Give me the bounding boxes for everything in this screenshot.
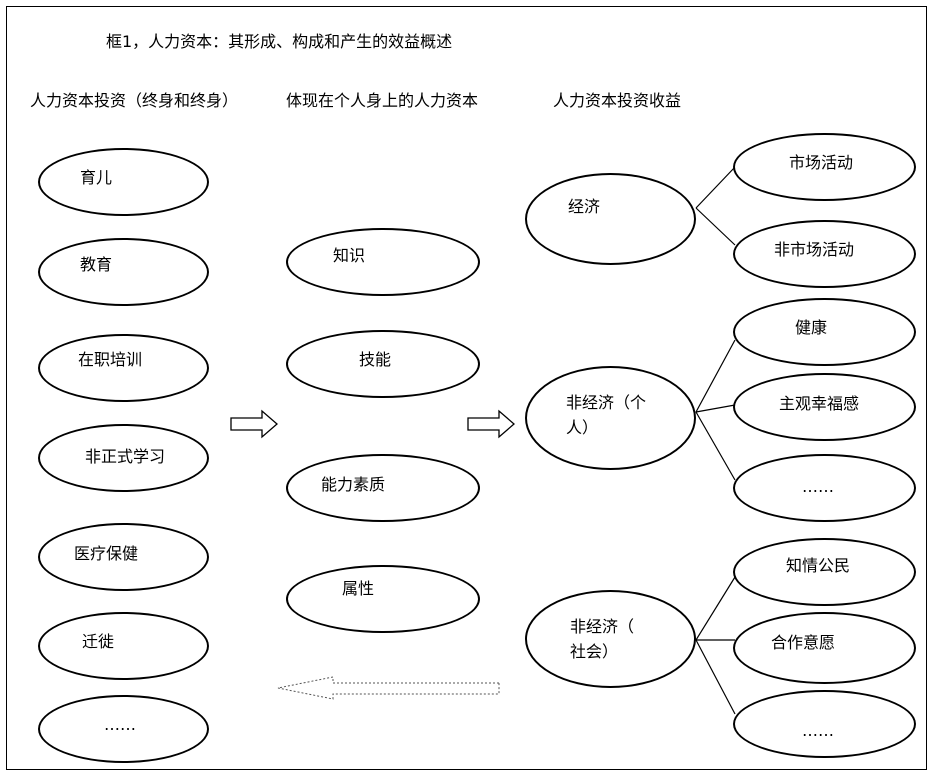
investment-node-childrearing	[38, 148, 209, 216]
returns-node-label-line1: 非经济（	[570, 617, 635, 636]
investment-node-label: 非正式学习	[85, 447, 166, 466]
capital-node-competencies	[286, 454, 480, 522]
returns-subnode-label: 健康	[795, 318, 828, 337]
returns-subnode-more	[733, 454, 916, 522]
returns-subnode-label: 知情公民	[786, 556, 851, 575]
investment-node-on-the-job-training	[38, 334, 209, 402]
connector-line	[695, 639, 736, 715]
connector-line	[695, 339, 736, 413]
investment-node-health-care	[38, 523, 209, 591]
investment-node-label: 育儿	[80, 168, 113, 187]
connector-line	[695, 404, 736, 413]
returns-node-noneconomic-social	[525, 590, 696, 688]
investment-node-label: 在职培训	[78, 350, 143, 369]
feedback-left-arrow-icon	[277, 676, 500, 700]
capital-node-knowledge	[286, 228, 480, 296]
investment-node-more	[38, 695, 209, 763]
returns-node-noneconomic-personal	[525, 366, 696, 470]
column-header-returns: 人力资本投资收益	[553, 91, 682, 110]
capital-node-label: 属性	[342, 579, 375, 598]
investment-node-education	[38, 238, 209, 306]
capital-node-skills	[286, 330, 480, 398]
diagram-frame	[6, 6, 927, 770]
investment-node-label: 教育	[80, 255, 113, 274]
right-arrow-icon	[467, 409, 515, 439]
returns-subnode-subjective-wellbeing	[733, 373, 916, 441]
column-header-embodied: 体现在个人身上的人力资本	[286, 91, 479, 110]
investment-node-label: 医疗保健	[74, 544, 139, 563]
capital-node-label: 技能	[359, 350, 392, 369]
returns-subnode-health	[733, 298, 916, 366]
returns-subnode-label: 合作意愿	[771, 633, 836, 652]
capital-node-label: 能力素质	[321, 475, 386, 494]
returns-node-label-line1: 非经济（个	[566, 393, 647, 412]
returns-subnode-informed-citizens	[733, 538, 916, 606]
returns-node-economic	[525, 173, 696, 265]
connector-line	[695, 207, 736, 246]
returns-subnode-non-market-activity	[733, 220, 916, 288]
returns-node-label-line2: 人）	[566, 418, 599, 437]
returns-subnode-market-activity	[733, 133, 916, 201]
returns-subnode-label: ……	[802, 721, 834, 740]
capital-node-label: 知识	[333, 246, 366, 265]
returns-node-label: 经济	[568, 197, 601, 216]
investment-node-label: 迁徙	[82, 632, 115, 651]
returns-subnode-label: 主观幸福感	[779, 394, 860, 413]
returns-subnode-label: ……	[802, 477, 834, 496]
connector-line	[695, 411, 736, 481]
returns-subnode-more	[733, 690, 916, 758]
connector-line	[695, 166, 736, 209]
returns-subnode-willingness-to-cooperate	[733, 612, 916, 684]
column-header-investment: 人力资本投资（终身和终身）	[30, 91, 239, 110]
connector-line	[695, 576, 736, 641]
diagram-title: 框1，人力资本：其形成、构成和产生的效益概述	[106, 32, 453, 51]
capital-node-attributes	[286, 565, 480, 633]
investment-node-migration	[38, 612, 209, 680]
investment-node-label: ……	[104, 715, 136, 734]
investment-node-informal-learning	[38, 424, 209, 492]
returns-node-label-line2: 社会）	[570, 642, 619, 661]
right-arrow-icon	[230, 409, 278, 439]
returns-subnode-label: 市场活动	[789, 153, 854, 172]
returns-subnode-label: 非市场活动	[774, 240, 855, 259]
